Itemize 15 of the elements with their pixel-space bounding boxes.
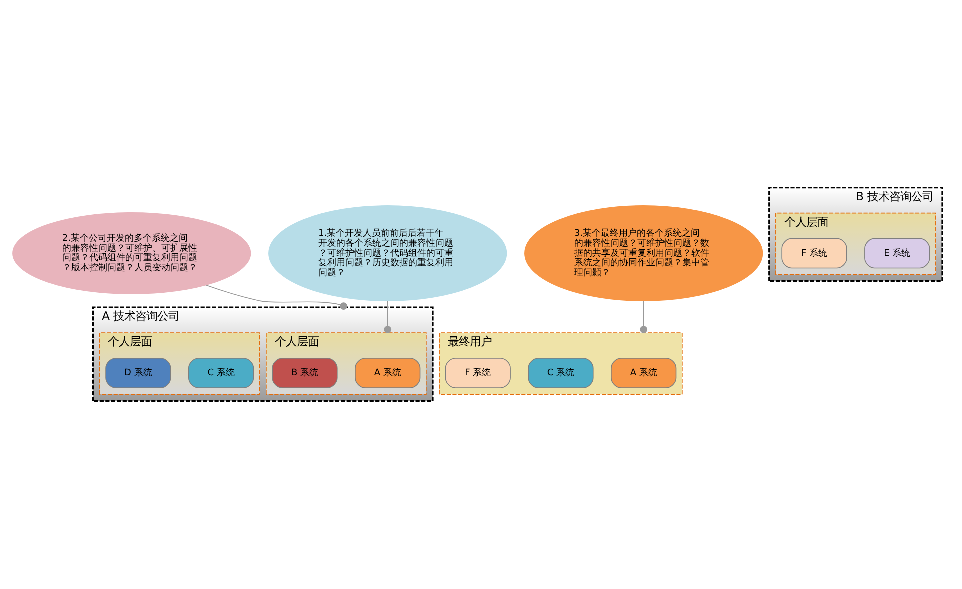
node-box: F 系统: [445, 358, 511, 388]
node-box: F 系统: [782, 238, 848, 269]
node-box: B 系统: [272, 358, 338, 388]
node-box: D 系统: [106, 358, 172, 388]
node-ellipse: 1.某个开发人员前前后后若干年开发的各个系统之间的兼容性问题？可维护性问题？代码组件的可重复利用问题？历史数据的重复利用问题？: [268, 206, 508, 302]
node-box: E 系统: [864, 238, 930, 269]
connector: [206, 284, 348, 310]
node-box: A 系统: [611, 358, 677, 388]
node-box: C 系统: [188, 358, 254, 388]
connector: [384, 300, 392, 334]
node-box: A 系统: [355, 358, 421, 388]
node-ellipse: 2.某个公司开发的多个系统之间的兼容性问题？可维护、可扩展性问题？代码组件的可重复利用问题？版本控制问题？人员变动问题？: [12, 212, 252, 294]
node-box: C 系统: [528, 358, 594, 388]
node-ellipse: 3.某个最终用户的各个系统之间的兼容性问题？可维护性问题？数据的共享及可重复利用问题？软件系统之间的协同作业问题？集中管理问颢？: [524, 206, 764, 302]
connector: [640, 300, 648, 334]
